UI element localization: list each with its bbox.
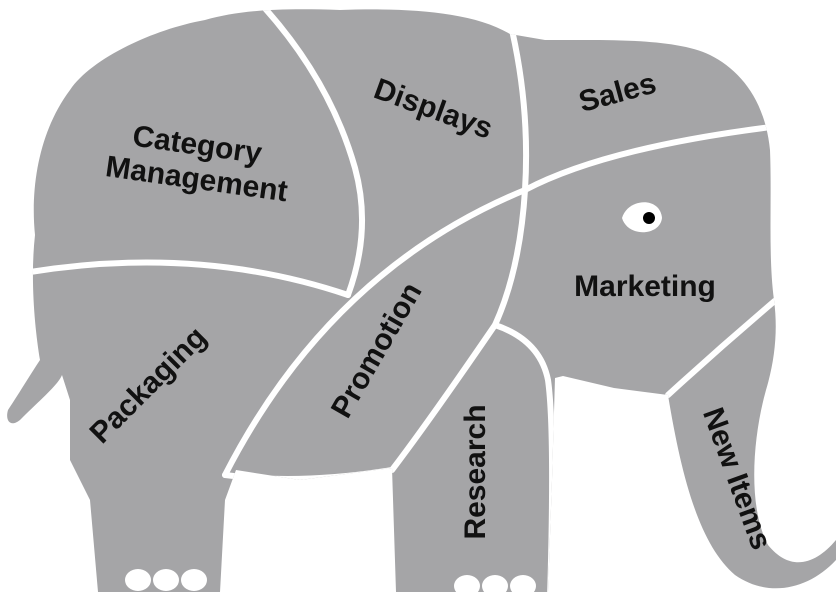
eye-white [622, 202, 662, 233]
eye [622, 202, 662, 233]
toenail-icon [510, 575, 536, 597]
divider-main-diagonal [222, 117, 836, 478]
label-marketing: Marketing [574, 270, 716, 303]
toenail-icon [482, 575, 508, 597]
toenail-icon [181, 569, 207, 591]
eye-pupil [643, 212, 655, 224]
divider-head-top [259, 9, 366, 298]
toenail-icon [125, 569, 151, 591]
divider-back [27, 259, 351, 298]
toenails-front-foot [125, 569, 207, 591]
toenail-icon [454, 575, 480, 597]
toenail-icon [153, 569, 179, 591]
label-research: Research [459, 404, 492, 539]
toenails-back-foot [454, 575, 536, 597]
divider-sales-displays [509, 27, 530, 193]
